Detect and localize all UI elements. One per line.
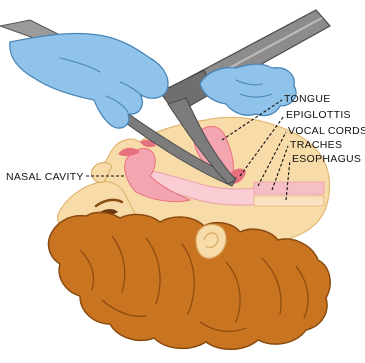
label-esophagus: ESOPHAGUS <box>292 153 361 165</box>
glove-right-hand <box>200 64 296 115</box>
esophagus-tube <box>254 196 324 206</box>
trachea-tube <box>254 182 324 194</box>
label-epiglottis: EPIGLOTTIS <box>286 109 351 121</box>
label-traches: TRACHES <box>290 139 342 151</box>
glove-left-hand <box>10 34 168 129</box>
label-nasal-cavity: NASAL CAVITY <box>6 171 84 183</box>
label-vocal-cords: VOCAL CORDS <box>288 125 365 137</box>
label-tongue: TONGUE <box>284 93 331 105</box>
